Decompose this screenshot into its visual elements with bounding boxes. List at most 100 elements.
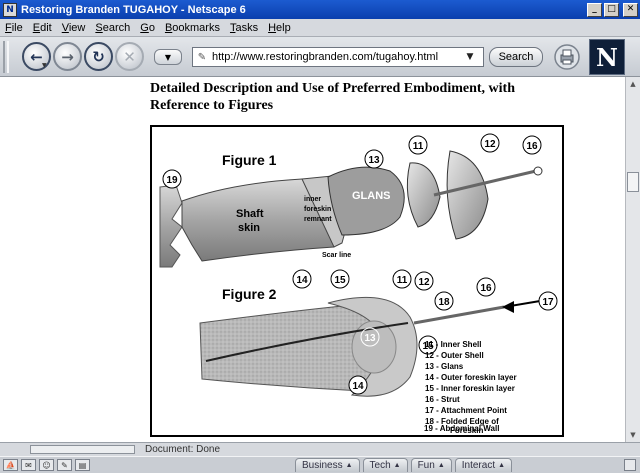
callout-15-top-circle	[330, 269, 350, 289]
remnant-label-line2: foreskin	[304, 206, 331, 213]
close-button[interactable]: ✕	[623, 2, 638, 17]
legend-item: 18 - Folded Edge of	[425, 417, 499, 426]
remnant-label-line3: remnant	[304, 216, 332, 223]
netscape-app-icon[interactable]: N	[3, 2, 17, 17]
url-input[interactable]	[212, 51, 460, 63]
page-menu-button[interactable]: ▼	[154, 49, 182, 65]
address-book-icon[interactable]: ▤	[75, 459, 90, 471]
tab-interact[interactable]: Interact▲	[454, 458, 513, 472]
urethra-line	[205, 322, 409, 362]
maximize-button[interactable]: □	[604, 2, 619, 17]
menu-edit[interactable]: Edit	[32, 21, 52, 34]
strut-line	[433, 169, 537, 197]
glans-label: GLANS	[352, 190, 391, 202]
menu-tasks[interactable]: Tasks	[229, 21, 259, 34]
callout-18-circle	[434, 291, 454, 311]
page-heading: Detailed Description and Use of Preferre…	[150, 81, 515, 113]
status-bar: Document: Done	[0, 442, 640, 456]
minimize-button[interactable]: _	[587, 2, 602, 17]
callout-12-circle	[480, 133, 500, 153]
callout-13-fig2-circle	[360, 327, 380, 347]
callout-16-circle	[522, 135, 542, 155]
tab-label: Fun	[417, 460, 435, 471]
callout-16: 16	[526, 141, 538, 152]
title-bar: N Restoring Branden TUGAHOY - Netscape 6…	[0, 0, 640, 19]
scrollbar-thumb[interactable]	[627, 172, 639, 192]
legend-item: 15 - Inner foreskin layer	[425, 384, 515, 393]
callout-11-fig2: 11	[397, 275, 408, 286]
sidebar-tabs: Business▲ Tech▲ Fun▲ Interact▲	[295, 458, 515, 472]
callout-14-top: 14	[296, 275, 308, 286]
figure-image: Figure 1 Shaft skin inner foreskin remna…	[150, 125, 564, 437]
legend-item: 12 - Outer Shell	[425, 351, 484, 360]
figure-2-title: Figure 2	[222, 286, 277, 302]
menu-bookmarks[interactable]: Bookmarks	[164, 21, 220, 34]
back-arrow-icon: ←	[30, 47, 43, 66]
callout-18: 18	[438, 297, 450, 308]
url-field[interactable]: ✎ ▼	[192, 47, 484, 67]
forward-button[interactable]: →	[53, 42, 82, 71]
inner-shell-shape	[406, 162, 441, 228]
menu-view[interactable]: View	[61, 21, 86, 34]
reload-button[interactable]: ↻	[84, 42, 113, 71]
caret-up-icon: ▲	[437, 462, 445, 469]
component-bar: ⛵ ✉ ☺ ✎ ▤ Business▲ Tech▲ Fun▲ Interact▲	[0, 456, 640, 473]
page-content: Detailed Description and Use of Preferre…	[0, 77, 625, 442]
mail-icon[interactable]: ✉	[21, 459, 36, 471]
menu-help[interactable]: Help	[268, 21, 291, 34]
security-lock-icon[interactable]	[624, 459, 636, 471]
tab-fun[interactable]: Fun▲	[410, 458, 452, 472]
status-text: Document: Done	[145, 444, 221, 455]
attachment-arrowhead	[502, 301, 514, 313]
scroll-down-icon[interactable]: ▼	[630, 431, 636, 439]
remnant-label-line1: inner	[304, 196, 321, 203]
navigator-icon[interactable]: ⛵	[3, 459, 18, 471]
callout-17: 17	[542, 297, 554, 308]
legend-item: 13 - Glans	[425, 362, 464, 371]
callout-14-bottom: 14	[352, 381, 364, 392]
netscape-logo[interactable]: N	[589, 39, 625, 75]
scar-line-label: Scar line	[322, 252, 351, 259]
back-button[interactable]: ←	[22, 42, 51, 71]
callout-15-bottom-circle	[418, 335, 438, 355]
print-icon[interactable]	[553, 42, 581, 71]
callout-11-circle	[408, 135, 428, 155]
tab-tech[interactable]: Tech▲	[362, 458, 408, 472]
figure-legend: 11 - Inner Shell 12 - Outer Shell 13 - G…	[425, 340, 517, 435]
stop-icon: ✕	[123, 47, 136, 66]
caret-up-icon: ▲	[393, 462, 401, 469]
menu-file[interactable]: File	[5, 21, 23, 34]
instant-messenger-icon[interactable]: ☺	[39, 459, 54, 471]
callout-14-bottom-circle	[348, 375, 368, 395]
abdominal-wall-shape	[159, 184, 183, 268]
menu-go[interactable]: Go	[140, 21, 155, 34]
shaft-label-line2: skin	[238, 222, 260, 234]
legend-item: 16 - Strut	[425, 395, 460, 404]
back-history-dropdown-icon[interactable]: ▼	[42, 62, 47, 69]
search-button[interactable]: Search	[489, 47, 543, 67]
page-proxy-icon[interactable]: ✎	[197, 51, 207, 63]
callout-16-fig2-circle	[476, 277, 496, 297]
tab-business[interactable]: Business▲	[295, 458, 360, 472]
legend-item: Foreskin	[450, 426, 483, 435]
vertical-scrollbar[interactable]: ▲ ▼	[625, 77, 640, 442]
callout-13-circle	[364, 149, 384, 169]
strut-line-fig2	[413, 305, 505, 325]
scroll-up-icon[interactable]: ▲	[630, 80, 636, 88]
menu-search[interactable]: Search	[95, 21, 131, 34]
strut-loop	[533, 166, 543, 176]
legend-item: 19 - Abdominal Wall	[424, 424, 500, 433]
chevron-down-icon: ▼	[164, 52, 172, 62]
caret-up-icon: ▲	[345, 462, 353, 469]
toolbar-grip[interactable]	[3, 41, 9, 73]
stop-button[interactable]: ✕	[115, 42, 144, 71]
composer-icon[interactable]: ✎	[57, 459, 72, 471]
callout-11-fig2-circle	[392, 269, 412, 289]
callout-14-top-circle	[292, 269, 312, 289]
url-dropdown-icon[interactable]: ▼	[466, 52, 474, 62]
navigation-toolbar: ← ▼ → ↻ ✕ ▼ ✎ ▼ Search N	[0, 37, 640, 77]
reload-icon: ↻	[92, 47, 105, 66]
callout-17-circle	[538, 291, 558, 311]
shaft-label-line1: Shaft	[236, 208, 264, 220]
outer-shell-shape	[446, 150, 489, 240]
